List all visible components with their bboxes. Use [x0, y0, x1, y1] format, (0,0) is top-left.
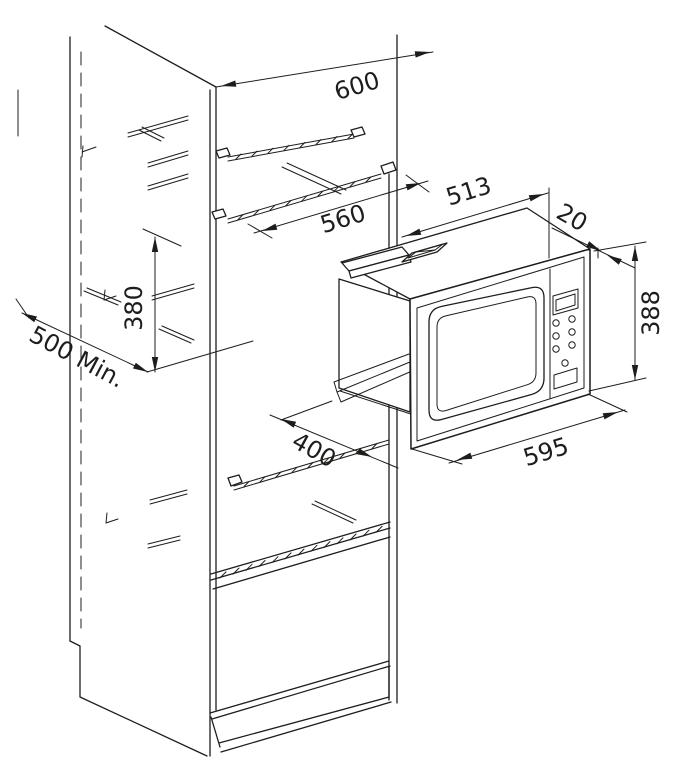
- display: [552, 288, 579, 316]
- control-buttons: [552, 315, 576, 367]
- dim-label-380: 380: [120, 285, 148, 331]
- dim-label-560: 560: [317, 199, 369, 239]
- door-window-outer: [428, 286, 545, 421]
- cabinet-plinth-step: [69, 640, 208, 757]
- duct-cover-front: [348, 254, 412, 279]
- dim-label-595: 595: [520, 432, 572, 472]
- base-top-band: [210, 521, 391, 590]
- dim-cabinet-width-600: 600: [215, 51, 434, 106]
- body-left-side: [338, 278, 411, 413]
- front-frame-inner: [416, 256, 585, 442]
- dim-niche-height-380: 380: [120, 228, 254, 373]
- dim-label-513: 513: [443, 171, 495, 211]
- tall-cabinet: [17, 25, 398, 757]
- start-button: [553, 367, 578, 390]
- door-window-glass: [436, 296, 537, 412]
- dim-label-600: 600: [331, 66, 383, 106]
- microwave-oven: [333, 207, 591, 450]
- dim-niche-width-560: 560: [247, 174, 430, 239]
- body-bottom-edge: [339, 390, 421, 418]
- dim-label-500-min: 500 Min.: [25, 320, 130, 393]
- plinth-recess: [209, 660, 392, 753]
- dim-label-388: 388: [637, 290, 665, 336]
- niche-floor-edge: [333, 353, 413, 403]
- mounting-rails: [81, 115, 397, 549]
- door: [428, 286, 545, 421]
- left-panel-front-edge: [209, 86, 217, 757]
- control-panel: [549, 268, 579, 399]
- base-section: [209, 521, 392, 753]
- left-panel-top-edge: [104, 25, 217, 88]
- dim-frame-height-388: 388: [588, 241, 665, 392]
- base-band-hatch: [219, 525, 383, 579]
- top-vent: [401, 242, 448, 263]
- front-frame-outer: [409, 248, 591, 450]
- display-screen: [555, 293, 576, 312]
- dim-shelf-depth-400: 400: [269, 400, 399, 473]
